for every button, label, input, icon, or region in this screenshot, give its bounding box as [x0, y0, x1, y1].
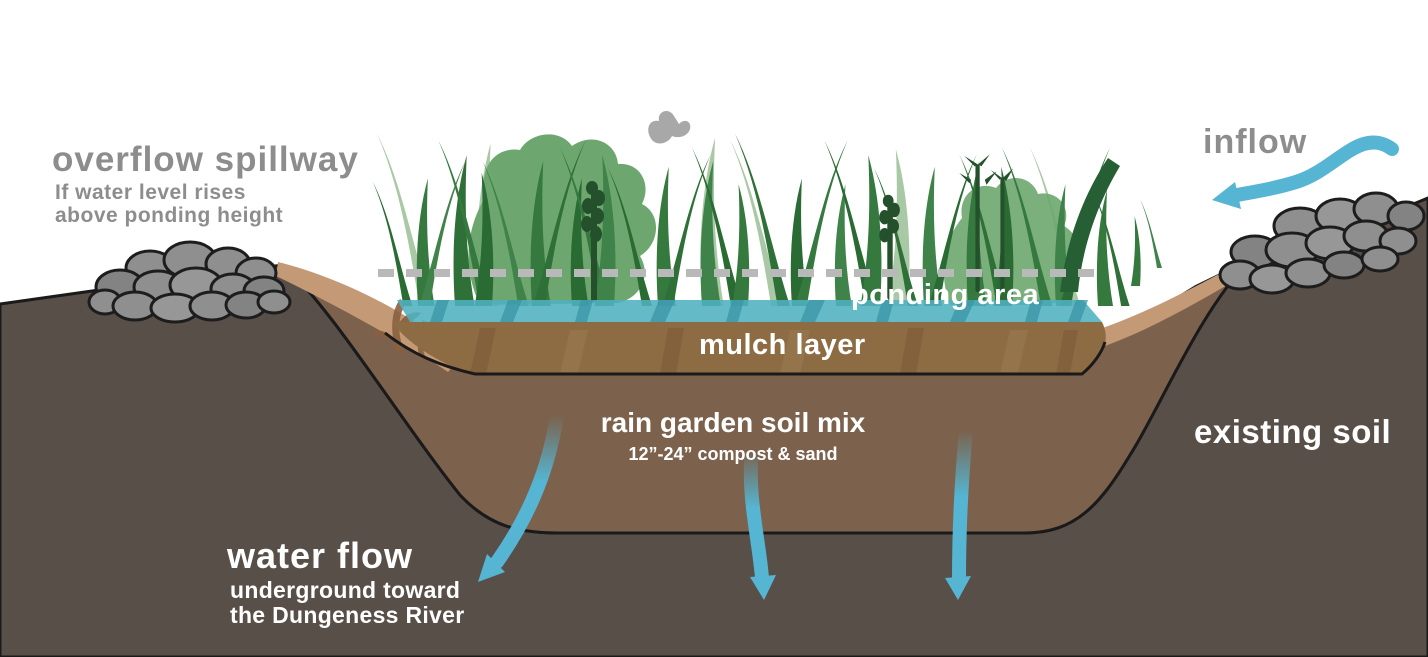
water-flow-arrow-icon: [478, 408, 973, 600]
water-flow-subtitle: underground toward the Dungeness River: [230, 578, 465, 628]
mulch-bottom-line: [384, 331, 1107, 376]
ponding-water: [397, 300, 1102, 322]
rain-garden-soil-mix-subtitle: 12”-24” compost & sand: [628, 444, 838, 464]
mulch-streaks: [470, 328, 1078, 374]
overflow-spillway-subtitle-line1: If water level rises: [55, 181, 246, 204]
water-flow-subtitle-line2: the Dungeness River: [230, 601, 465, 628]
overflow-spillway-subtitle-line2: above ponding height: [55, 203, 284, 227]
overflow-spillway-label: overflow spillway: [52, 140, 359, 179]
rock-pile-right: [1218, 191, 1426, 295]
inflow-label: inflow: [1203, 123, 1308, 161]
mulch-layer-label: mulch layer: [699, 329, 866, 361]
water-flow-subtitle-line1: underground toward: [230, 577, 461, 603]
butterfly-icon: [648, 110, 691, 144]
ponding-area-label: ponding area: [851, 279, 1040, 311]
rain-garden-soil-mix-label: rain garden soil mix: [600, 407, 866, 438]
water-grass-silhouettes: [430, 300, 1088, 322]
existing-soil-label: existing soil: [1194, 413, 1392, 450]
grass-plants-icon: [372, 133, 1162, 306]
rock-pile-left: [87, 240, 292, 324]
overflow-spillway-subtitle: If water level rises above ponding heigh…: [55, 181, 284, 227]
mulch-layer-region: [384, 322, 1107, 376]
water-flow-label: water flow: [227, 535, 414, 576]
inflow-arrow-icon: [1212, 135, 1399, 209]
